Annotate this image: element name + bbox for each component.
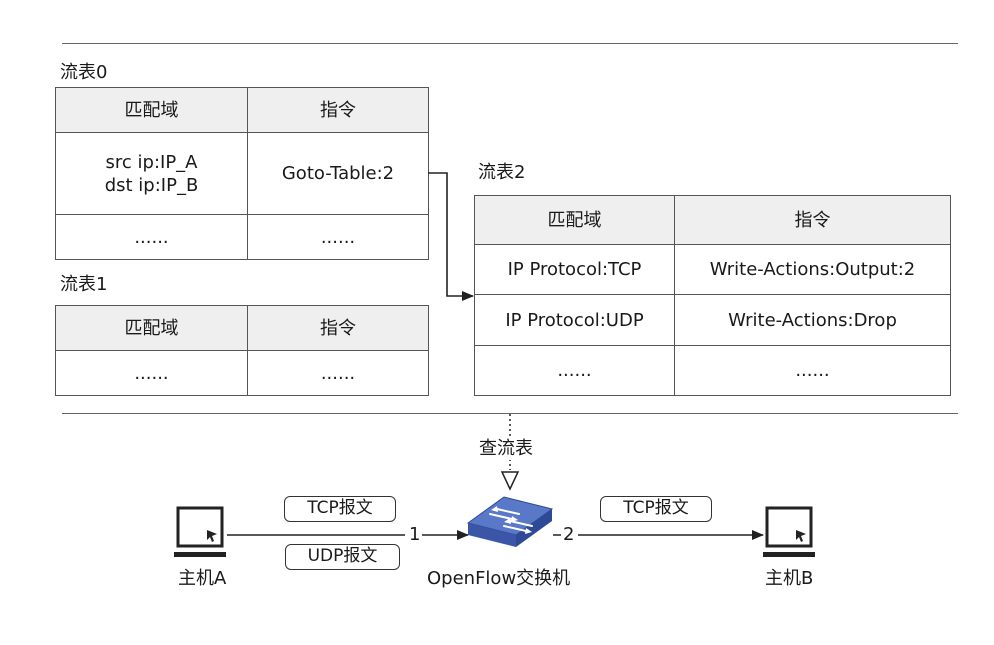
match-field-header: 匹配域: [55, 87, 248, 133]
flow-table-1-title: 流表1: [60, 274, 108, 295]
instruction-cell: Write-Actions:Output:2: [674, 244, 951, 295]
match-cell: IP Protocol:UDP: [474, 294, 675, 346]
goto-table-arrow: [428, 172, 474, 301]
match-src-ip: src ip:IP_A: [105, 151, 198, 173]
middle-separator: [62, 413, 958, 414]
flow-table-1: 匹配域 指令 ...... ......: [55, 305, 429, 396]
host-a-icon: [174, 506, 226, 557]
instruction-header: 指令: [247, 305, 429, 351]
match-cell: src ip:IP_A dst ip:IP_B: [55, 132, 248, 215]
instruction-header: 指令: [247, 87, 429, 133]
flow-table-0: 匹配域 指令 src ip:IP_A dst ip:IP_B Goto-Tabl…: [55, 87, 429, 260]
match-cell: ......: [474, 345, 675, 396]
match-dst-ip: dst ip:IP_B: [104, 174, 199, 196]
instruction-cell: Write-Actions:Drop: [674, 294, 951, 346]
openflow-switch-label: OpenFlow交换机: [427, 568, 571, 589]
match-cell: ......: [55, 350, 248, 396]
instruction-cell: ......: [674, 345, 951, 396]
openflow-switch-icon: [466, 496, 554, 547]
match-cell: ......: [55, 214, 248, 260]
port-1-label: 1: [409, 524, 421, 545]
tcp-packet-out-badge: TCP报文: [600, 496, 712, 522]
instruction-header: 指令: [674, 195, 951, 245]
instruction-cell: ......: [247, 214, 429, 260]
lookup-arrowhead: [500, 471, 520, 491]
port-2-label: 2: [563, 524, 575, 545]
instruction-cell: ......: [247, 350, 429, 396]
flow-table-0-title: 流表0: [60, 62, 108, 83]
match-field-header: 匹配域: [474, 195, 675, 245]
host-a-label: 主机A: [178, 568, 227, 589]
host-b-label: 主机B: [765, 568, 814, 589]
lookup-flow-table-label: 查流表: [478, 438, 534, 460]
udp-packet-in-badge: UDP报文: [285, 544, 400, 570]
tcp-packet-in-badge: TCP报文: [284, 496, 396, 522]
flow-table-2-title: 流表2: [478, 162, 526, 183]
host-b-icon: [763, 506, 815, 557]
top-separator: [62, 43, 958, 44]
flow-table-2: 匹配域 指令 IP Protocol:TCP Write-Actions:Out…: [474, 195, 951, 396]
match-field-header: 匹配域: [55, 305, 248, 351]
